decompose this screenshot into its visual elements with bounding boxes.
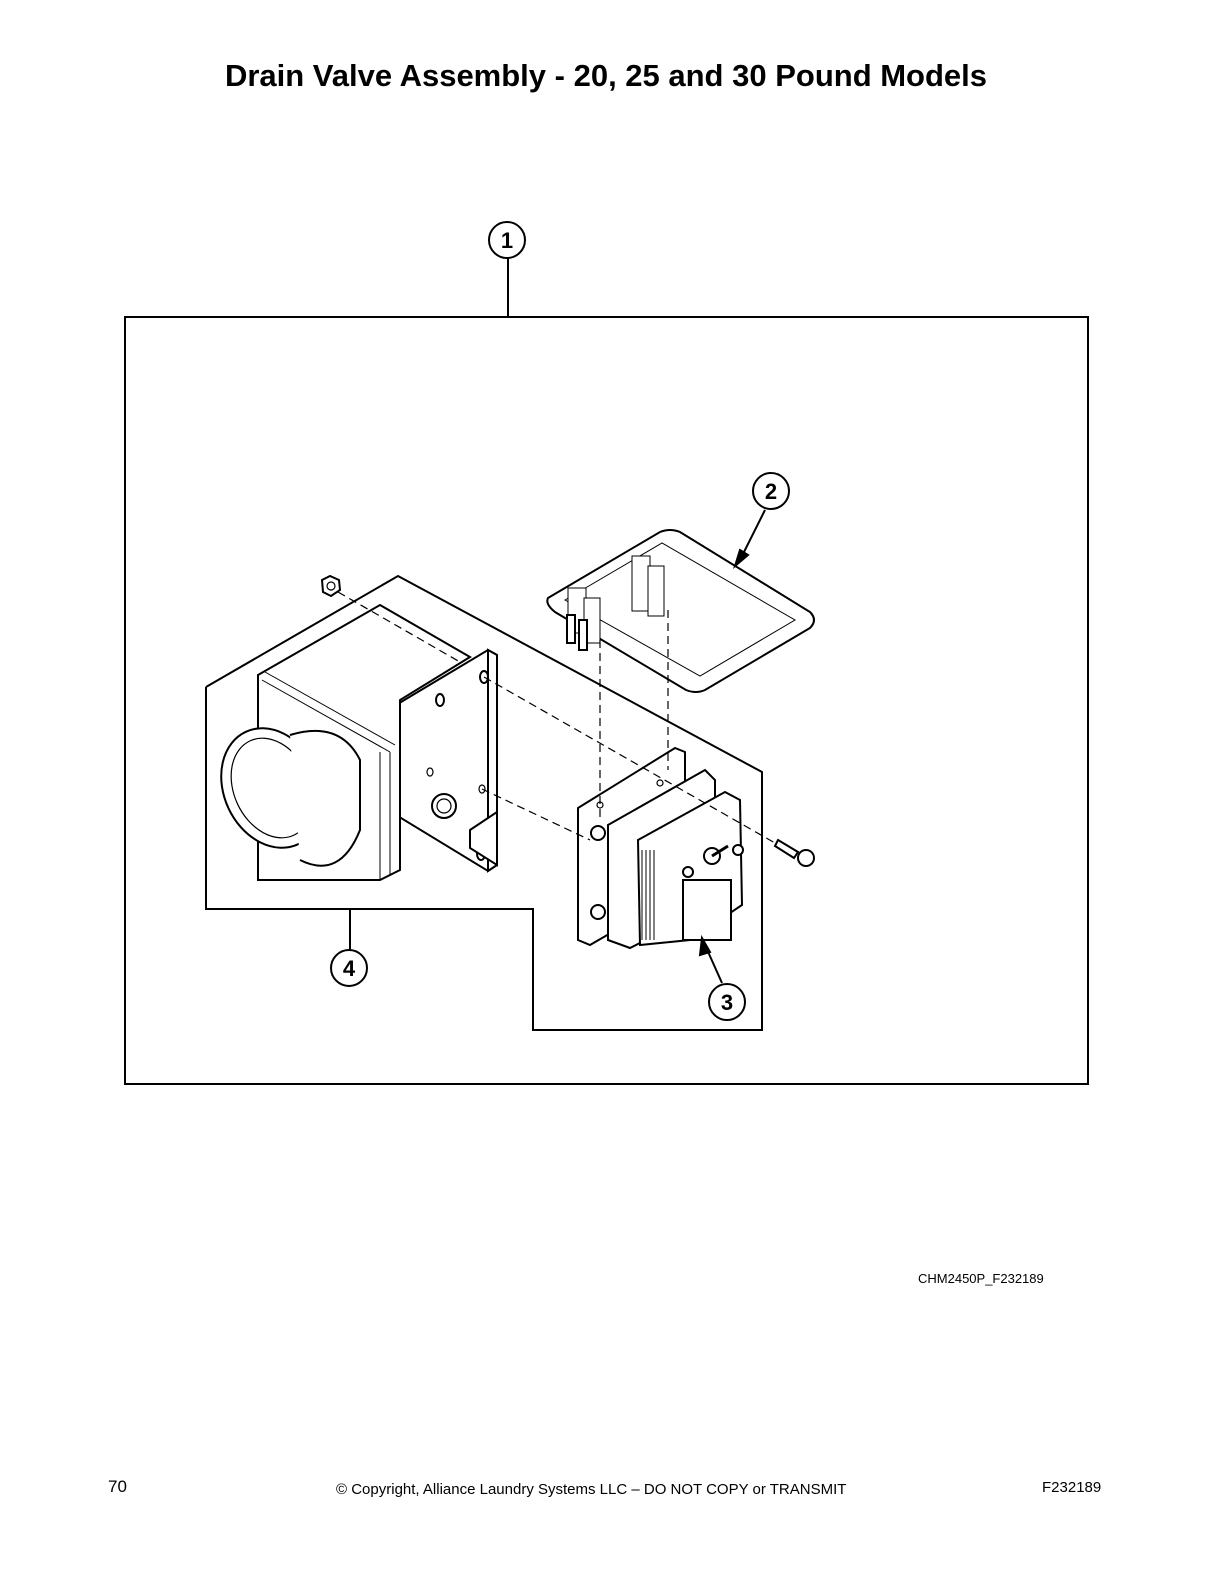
callout-1: 1 <box>488 221 526 259</box>
document-code: F232189 <box>1042 1479 1102 1496</box>
callout-3: 3 <box>708 983 746 1021</box>
svg-text:4: 4 <box>343 956 356 981</box>
svg-text:1: 1 <box>501 228 513 253</box>
page-number: 70 <box>108 1477 127 1496</box>
callout-2: 2 <box>752 472 790 510</box>
page-title: Drain Valve Assembly - 20, 25 and 30 Pou… <box>224 58 988 93</box>
figure-code: CHM2450P_F232189 <box>918 1271 1044 1286</box>
drain-valve-motor <box>577 746 815 950</box>
motor-cover <box>546 529 815 693</box>
drain-valve-body <box>220 574 498 881</box>
callout-4: 4 <box>330 949 368 987</box>
svg-text:2: 2 <box>765 479 777 504</box>
sub-assembly-outline <box>205 574 763 1031</box>
svg-text:3: 3 <box>721 990 733 1015</box>
copyright-notice: © Copyright, Alliance Laundry Systems LL… <box>336 1481 847 1498</box>
assembly-frame <box>124 316 1089 1085</box>
screw <box>773 838 815 867</box>
